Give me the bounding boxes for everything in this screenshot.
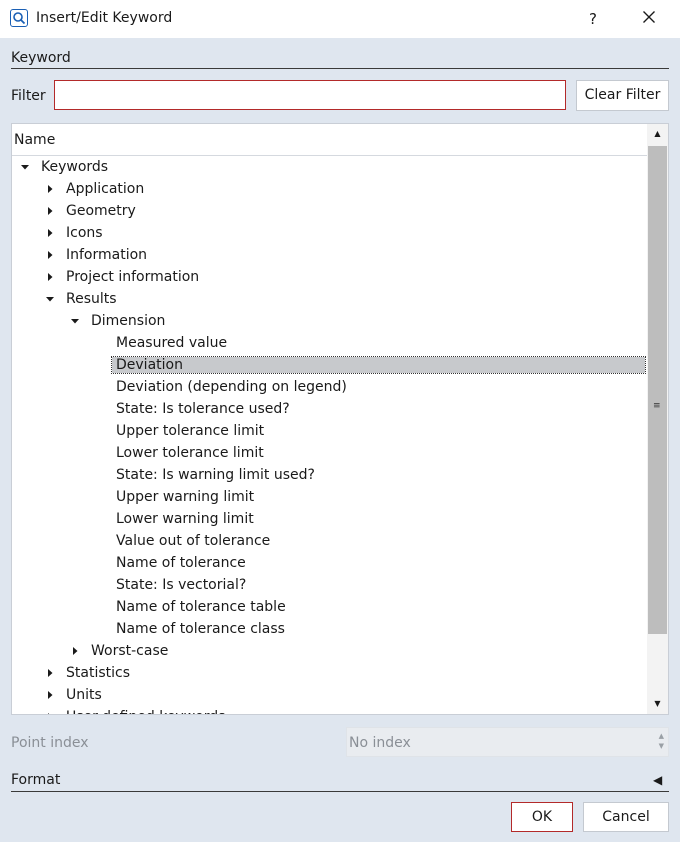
format-section-divider bbox=[11, 791, 669, 792]
cancel-button[interactable]: Cancel bbox=[583, 802, 669, 832]
tree-item[interactable]: Geometry bbox=[12, 201, 648, 223]
format-section-label: Format bbox=[11, 772, 61, 788]
caret-right-icon[interactable] bbox=[70, 646, 80, 656]
caret-right-icon[interactable] bbox=[45, 712, 55, 715]
tree-item-label: State: Is warning limit used? bbox=[116, 467, 315, 483]
tree-item-label: Worst-case bbox=[91, 643, 169, 659]
tree-item-label: Dimension bbox=[91, 313, 166, 329]
tree-item[interactable]: User-defined keywords bbox=[12, 707, 648, 715]
tree-item[interactable]: Value out of tolerance bbox=[12, 531, 648, 553]
tree-item[interactable]: Dimension bbox=[12, 311, 648, 333]
tree-item-label: Project information bbox=[66, 269, 200, 285]
tree-item[interactable]: Results bbox=[12, 289, 648, 311]
tree-item-label: Upper tolerance limit bbox=[116, 423, 265, 439]
scroll-down-icon[interactable]: ▼ bbox=[654, 699, 661, 708]
keyword-section-label: Keyword bbox=[11, 50, 71, 66]
tree-item-label: State: Is tolerance used? bbox=[116, 401, 290, 417]
tree-item[interactable]: Information bbox=[12, 245, 648, 267]
tree-item-label: Geometry bbox=[66, 203, 136, 219]
collapse-left-icon[interactable]: ◀ bbox=[653, 773, 663, 787]
tree-item[interactable]: Project information bbox=[12, 267, 648, 289]
tree-item-label: Deviation (depending on legend) bbox=[116, 379, 347, 395]
tree-item-label: Deviation bbox=[111, 356, 646, 374]
tree-item[interactable]: Name of tolerance class bbox=[12, 619, 648, 641]
tree-item-label: Name of tolerance bbox=[116, 555, 246, 571]
tree-item-label: Keywords bbox=[41, 159, 109, 175]
tree-column-header[interactable]: Name bbox=[12, 124, 648, 156]
tree-item-label: Units bbox=[66, 687, 102, 703]
caret-right-icon[interactable] bbox=[45, 206, 55, 216]
tree-item[interactable]: State: Is vectorial? bbox=[12, 575, 648, 597]
name-column-label: Name bbox=[14, 132, 56, 148]
search-icon bbox=[10, 9, 28, 27]
vertical-scrollbar[interactable]: ▲ ≡ ▼ bbox=[647, 124, 668, 714]
tree-item-label: User-defined keywords bbox=[66, 709, 225, 714]
tree-item-label: State: Is vectorial? bbox=[116, 577, 247, 593]
caret-right-icon[interactable] bbox=[45, 184, 55, 194]
tree-item[interactable]: Name of tolerance table bbox=[12, 597, 648, 619]
tree-item-label: Measured value bbox=[116, 335, 228, 351]
tree-item[interactable]: Upper tolerance limit bbox=[12, 421, 648, 443]
point-index-label: Point index bbox=[11, 735, 89, 751]
tree-item[interactable]: Icons bbox=[12, 223, 648, 245]
scroll-up-icon[interactable]: ▲ bbox=[654, 129, 661, 138]
window-title: Insert/Edit Keyword bbox=[36, 10, 173, 26]
clear-filter-button[interactable]: Clear Filter bbox=[576, 80, 669, 111]
tree-item-label: Upper warning limit bbox=[116, 489, 255, 505]
caret-right-icon[interactable] bbox=[45, 272, 55, 282]
tree-item-label: Value out of tolerance bbox=[116, 533, 271, 549]
close-button[interactable] bbox=[632, 4, 666, 34]
close-icon bbox=[643, 11, 655, 23]
caret-right-icon[interactable] bbox=[45, 668, 55, 678]
tree-item-label: Statistics bbox=[66, 665, 130, 681]
tree-item[interactable]: Name of tolerance bbox=[12, 553, 648, 575]
tree-item-label: Name of tolerance class bbox=[116, 621, 285, 637]
ok-button[interactable]: OK bbox=[511, 802, 573, 832]
tree-item-label: Lower tolerance limit bbox=[116, 445, 264, 461]
point-index-field: No index ▲▼ bbox=[346, 727, 669, 757]
tree-item[interactable]: Application bbox=[12, 179, 648, 201]
title-bar: Insert/Edit Keyword ? bbox=[0, 0, 680, 38]
tree-item[interactable]: Statistics bbox=[12, 663, 648, 685]
tree-item[interactable]: Lower tolerance limit bbox=[12, 443, 648, 465]
caret-right-icon[interactable] bbox=[45, 690, 55, 700]
tree-item-label: Icons bbox=[66, 225, 103, 241]
tree-item[interactable]: State: Is tolerance used? bbox=[12, 399, 648, 421]
tree-item[interactable]: Keywords bbox=[12, 157, 648, 179]
filter-label: Filter bbox=[11, 88, 46, 104]
tree-item[interactable]: Units bbox=[12, 685, 648, 707]
caret-right-icon[interactable] bbox=[45, 250, 55, 260]
tree-item[interactable]: Deviation bbox=[12, 355, 648, 377]
tree-item-label: Information bbox=[66, 247, 148, 263]
keyword-section-divider bbox=[11, 68, 669, 69]
caret-right-icon[interactable] bbox=[45, 228, 55, 238]
help-button[interactable]: ? bbox=[589, 10, 597, 28]
tree-item[interactable]: Worst-case bbox=[12, 641, 648, 663]
caret-down-icon[interactable] bbox=[20, 162, 30, 172]
filter-input[interactable] bbox=[54, 80, 566, 110]
tree-item[interactable]: Upper warning limit bbox=[12, 487, 648, 509]
tree-item-label: Application bbox=[66, 181, 145, 197]
tree-item[interactable]: Measured value bbox=[12, 333, 648, 355]
tree-item-label: Lower warning limit bbox=[116, 511, 254, 527]
tree-item-label: Results bbox=[66, 291, 117, 307]
caret-down-icon[interactable] bbox=[45, 294, 55, 304]
tree-item-label: Name of tolerance table bbox=[116, 599, 286, 615]
caret-down-icon[interactable] bbox=[70, 316, 80, 326]
tree-item[interactable]: State: Is warning limit used? bbox=[12, 465, 648, 487]
scrollbar-thumb[interactable]: ≡ bbox=[648, 146, 667, 634]
tree-item[interactable]: Deviation (depending on legend) bbox=[12, 377, 648, 399]
spin-arrows-icon: ▲▼ bbox=[658, 732, 664, 750]
grip-icon: ≡ bbox=[653, 401, 661, 411]
point-index-value: No index bbox=[349, 735, 411, 751]
tree-item[interactable]: Lower warning limit bbox=[12, 509, 648, 531]
